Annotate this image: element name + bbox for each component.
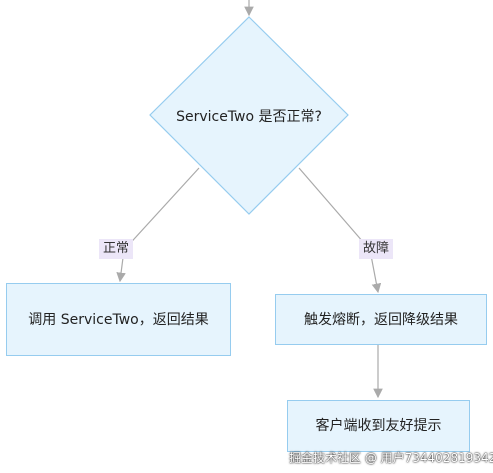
edge-normal bbox=[116, 167, 200, 283]
edge-label-normal: 正常 bbox=[99, 239, 134, 259]
decision-label: ServiceTwo 是否正常? bbox=[176, 109, 322, 125]
node-circuit-breaker: 触发熔断，返回降级结果 bbox=[275, 294, 487, 345]
node-client-message: 客户端收到友好提示 bbox=[287, 400, 470, 452]
node-circuit-breaker-label: 触发熔断，返回降级结果 bbox=[304, 311, 458, 328]
node-client-message-label: 客户端收到友好提示 bbox=[315, 418, 442, 434]
edge-fault bbox=[298, 167, 382, 294]
watermark: 掘金技术社区 @ 用户734402819342 bbox=[289, 451, 493, 465]
node-call-service: 调用 ServiceTwo，返回结果 bbox=[6, 283, 231, 356]
node-call-service-label: 调用 ServiceTwo，返回结果 bbox=[28, 311, 209, 328]
decision-diamond bbox=[149, 16, 349, 215]
edge-label-fault: 故障 bbox=[359, 239, 394, 259]
